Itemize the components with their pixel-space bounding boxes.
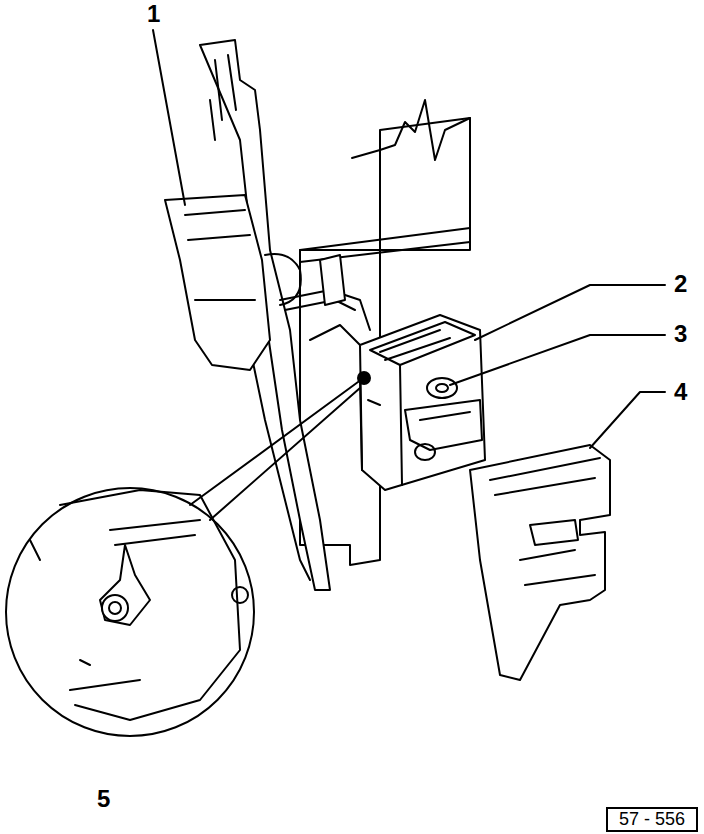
callout-number: 4 — [672, 380, 689, 404]
callout-number: 1 — [145, 2, 162, 26]
figure-number-box: 57 - 556 — [606, 807, 698, 832]
callout-number: 5 — [95, 787, 112, 811]
callout-number: 2 — [672, 272, 689, 296]
figure-number: 57 - 556 — [619, 809, 685, 830]
callout-number: 3 — [672, 322, 689, 346]
